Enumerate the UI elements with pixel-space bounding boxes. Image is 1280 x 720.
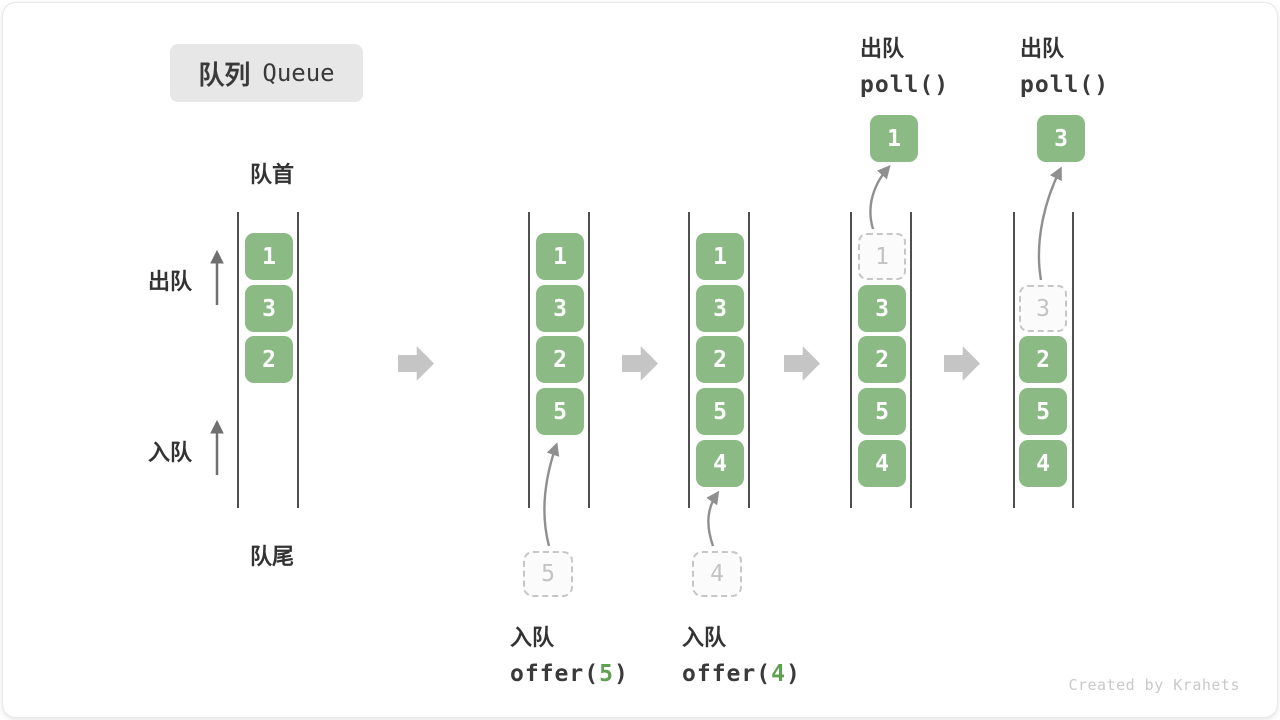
caption-code: offer(4) (682, 661, 801, 687)
caption-code: offer(5) (510, 661, 629, 687)
queue-wall (688, 212, 690, 508)
code-arg: 5 (599, 661, 614, 687)
label-dequeue: 出队 (147, 269, 192, 294)
code-text: offer( (682, 661, 772, 687)
queue-cell: 3 (245, 285, 293, 332)
watermark: Created by Krahets (1068, 676, 1240, 694)
caption-op: 出队 (860, 36, 905, 61)
queue-cell: 2 (1019, 336, 1067, 383)
outgoing-element-box: 3 (1037, 115, 1085, 162)
caption-op: 入队 (510, 625, 555, 650)
queue-cell: 3 (858, 285, 906, 332)
queue-cell: 1 (696, 233, 744, 280)
code-arg: 4 (771, 661, 786, 687)
title-badge: 队列 Queue (170, 44, 363, 102)
code-text: ) (785, 661, 801, 687)
queue-wall (528, 212, 530, 508)
caption-code: poll() (860, 72, 950, 98)
queue-cell: 4 (1019, 440, 1067, 487)
caption-op: 入队 (682, 625, 727, 650)
queue-cell: 2 (696, 336, 744, 383)
queue-cell: 5 (536, 388, 584, 435)
queue-wall (1072, 212, 1074, 508)
queue-cell-removed: 1 (858, 233, 906, 280)
queue-cell: 2 (536, 336, 584, 383)
caption-offer-4: 入队 offer(4) (682, 620, 801, 687)
queue-wall (1013, 212, 1015, 508)
queue-cell: 1 (245, 233, 293, 280)
title-zh: 队列 (198, 59, 251, 90)
queue-wall (748, 212, 750, 508)
queue-wall (297, 212, 299, 508)
caption-poll-3: 出队 poll() (1020, 31, 1109, 98)
caption-poll-1: 出队 poll() (860, 31, 949, 98)
code-text: offer( (510, 661, 600, 687)
label-queue-rear: 队尾 (249, 544, 294, 569)
caption-op: 出队 (1020, 36, 1065, 61)
caption-code: poll() (1020, 72, 1110, 98)
incoming-element-box: 5 (523, 551, 573, 597)
queue-cell: 5 (696, 388, 744, 435)
label-queue-front: 队首 (249, 162, 294, 187)
queue-cell: 5 (858, 388, 906, 435)
queue-wall (910, 212, 912, 508)
queue-cell: 3 (536, 285, 584, 332)
title-en: Queue (262, 59, 335, 87)
queue-cell: 1 (536, 233, 584, 280)
queue-cell: 2 (858, 336, 906, 383)
queue-cell: 2 (245, 336, 293, 383)
queue-wall (850, 212, 852, 508)
queue-cell: 5 (1019, 388, 1067, 435)
label-enqueue: 入队 (147, 440, 192, 465)
incoming-element-box: 4 (692, 551, 742, 597)
queue-wall (237, 212, 239, 508)
queue-wall (588, 212, 590, 508)
queue-cell: 3 (696, 285, 744, 332)
code-text: ) (613, 661, 629, 687)
queue-cell: 4 (696, 440, 744, 487)
queue-cell-removed: 3 (1019, 285, 1067, 332)
outgoing-element-box: 1 (870, 115, 918, 162)
queue-cell: 4 (858, 440, 906, 487)
caption-offer-5: 入队 offer(5) (510, 620, 629, 687)
